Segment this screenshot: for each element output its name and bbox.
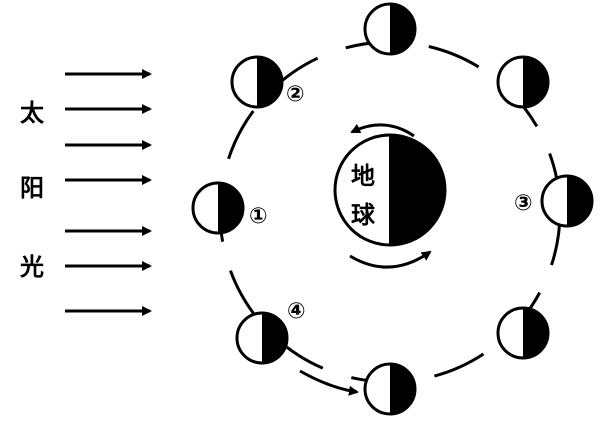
position-label-3: ③: [514, 191, 533, 216]
earth-label-char: 地: [351, 162, 375, 190]
moon-upper-right: [496, 55, 550, 109]
moon-top: [363, 2, 417, 56]
position-label-2: ②: [286, 82, 305, 107]
earth: [333, 133, 447, 247]
sunlight-arrows: [65, 69, 152, 316]
moon-position-1: [191, 181, 245, 235]
moon-position-3: [540, 174, 594, 228]
sunlight-label-char: 太: [20, 99, 45, 127]
moon-lower-right: [496, 306, 550, 360]
position-label-1: ①: [249, 204, 268, 229]
earth-label-char: 球: [351, 201, 376, 229]
moon-bottom: [363, 362, 417, 416]
orbit-direction-arrow: [299, 369, 359, 396]
earth-rotation-arrow: [350, 123, 415, 138]
sunlight-label-char: 阳: [20, 174, 44, 202]
earth-rotation-arrow: [349, 250, 432, 269]
moon-position-2: [230, 55, 284, 109]
moon-position-4: [235, 311, 289, 365]
position-label-4: ④: [287, 299, 306, 324]
sunlight-label-char: 光: [19, 253, 44, 281]
